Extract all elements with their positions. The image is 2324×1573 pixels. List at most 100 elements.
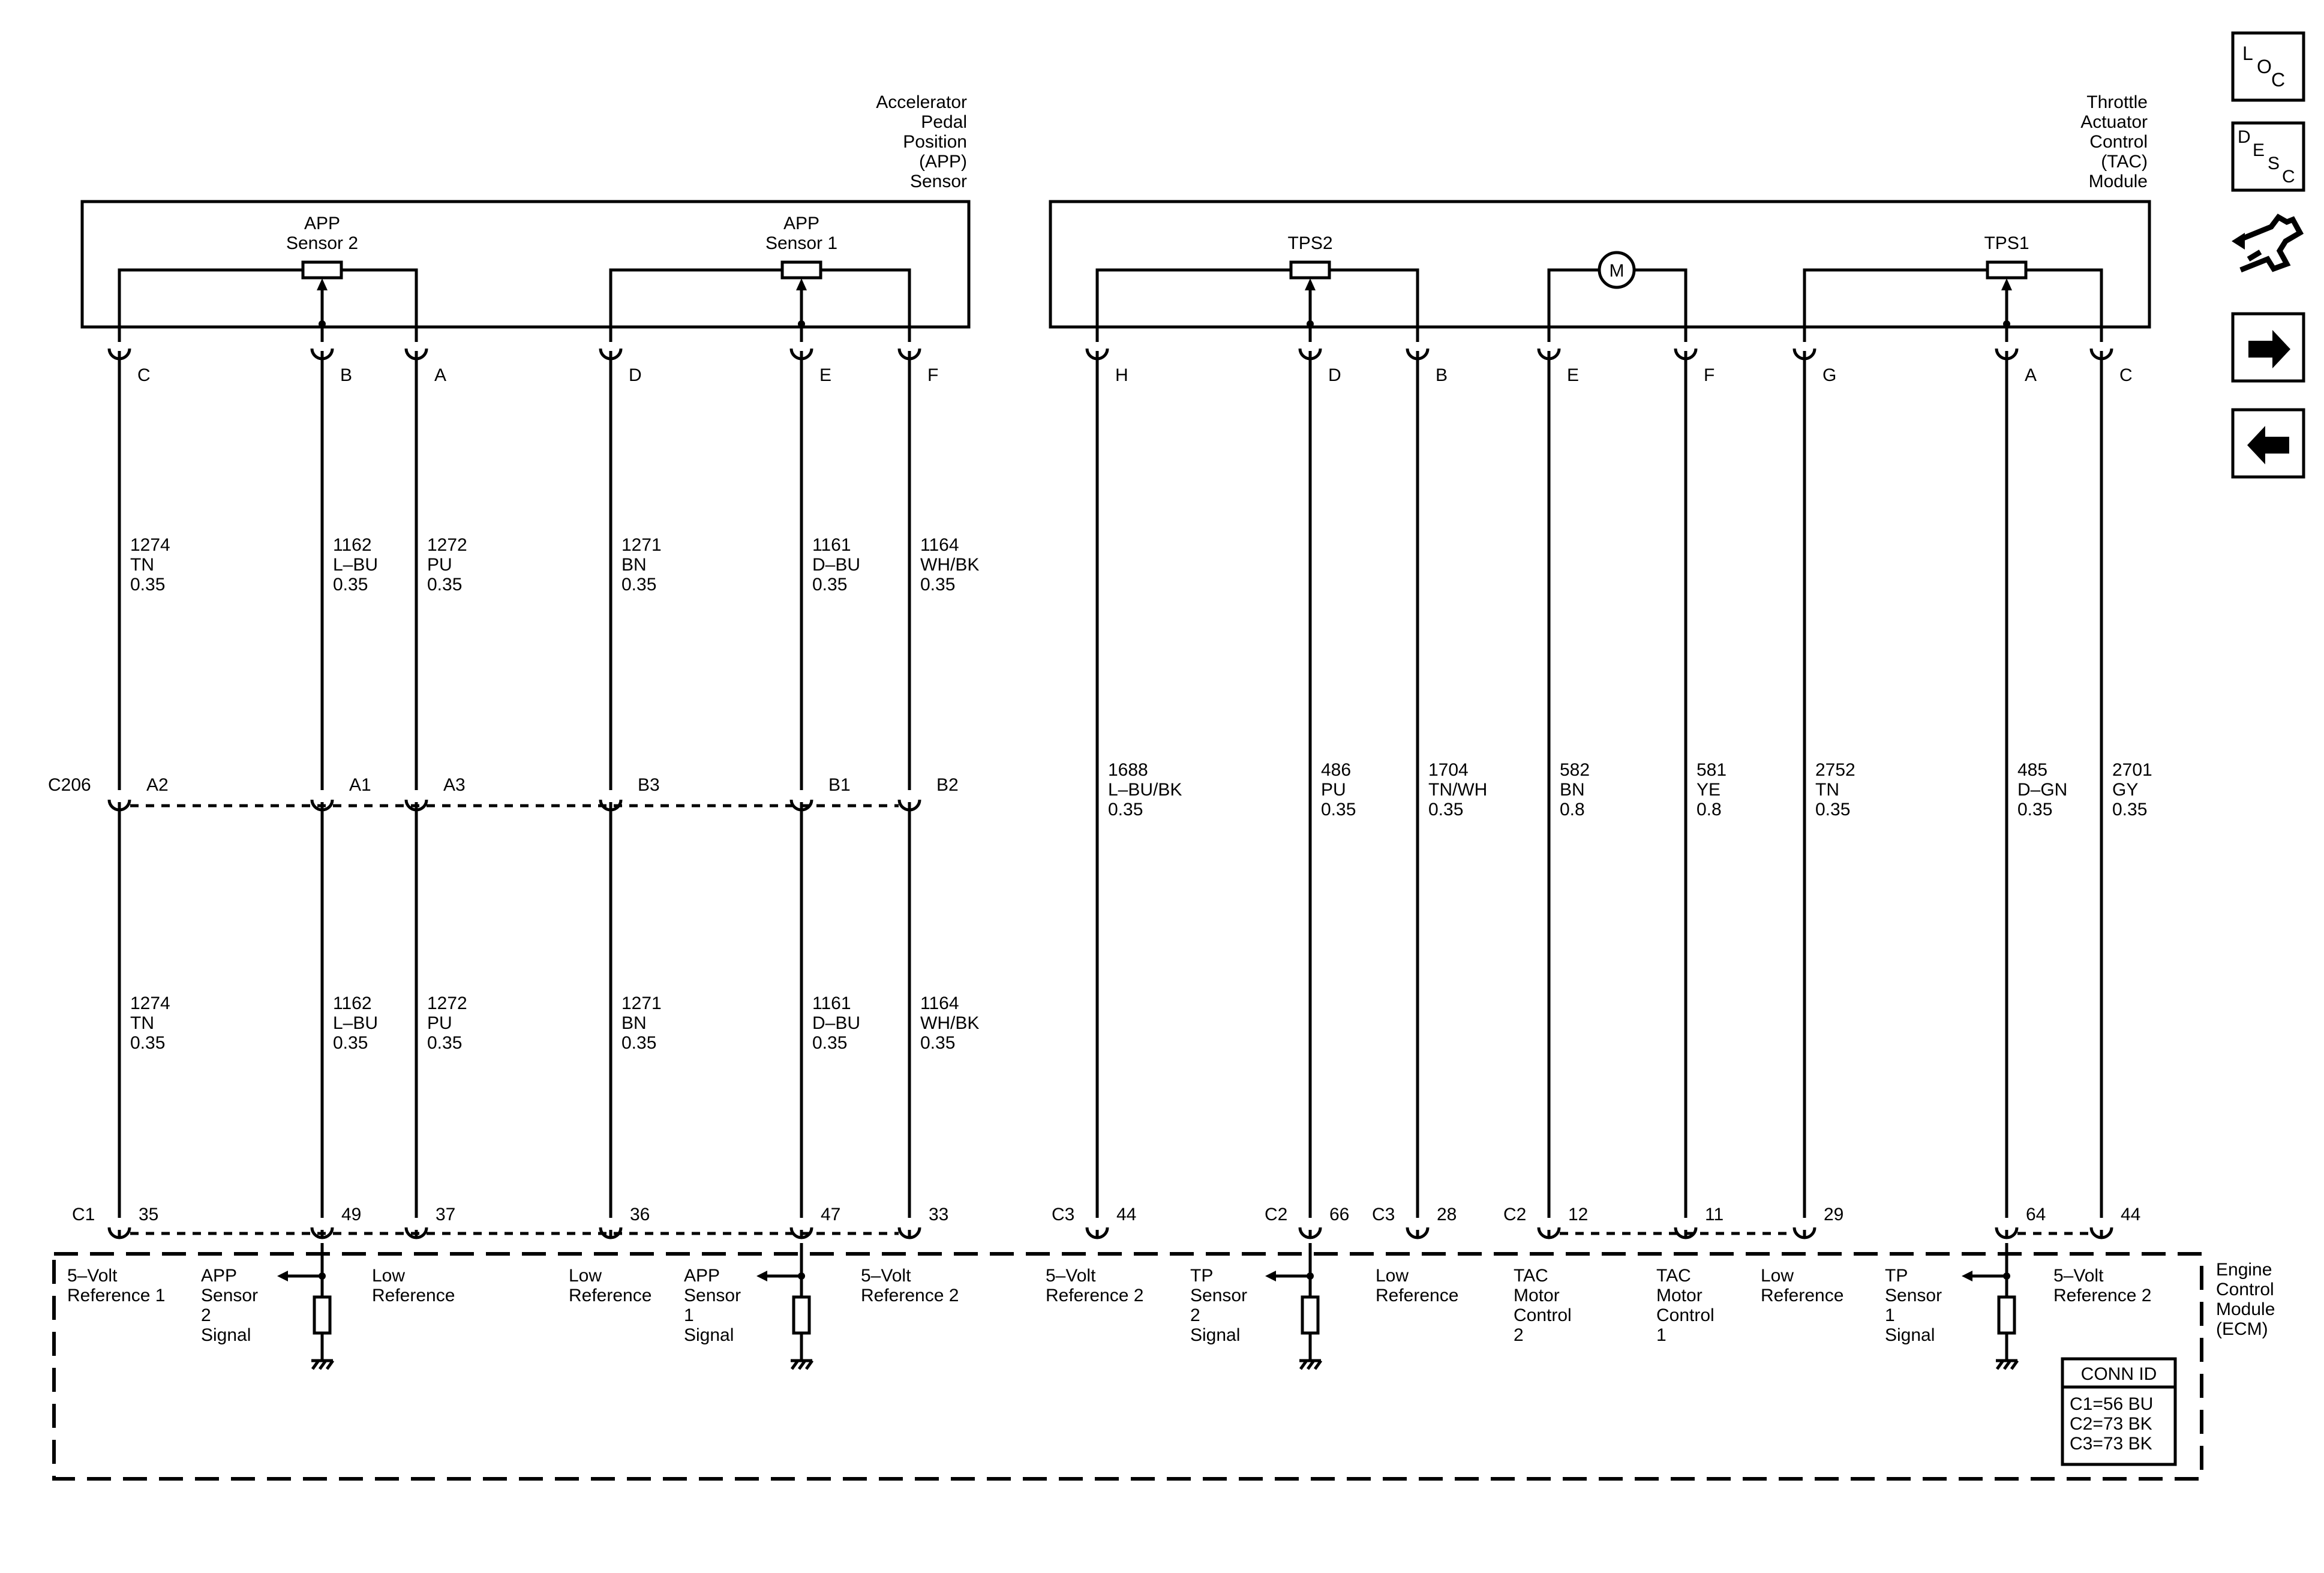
tps1-label: TPS1 <box>1984 233 2029 253</box>
ecm-circuit-label: 1 <box>1885 1305 1895 1325</box>
app-wire-spec-upper: 1161 <box>812 535 851 555</box>
ecm-circuit-label: APP <box>201 1266 237 1286</box>
app-wire-spec-lower: 1164 <box>920 993 959 1013</box>
app-wire-spec-lower: WH/BK <box>920 1013 979 1033</box>
ecm-connector-c2-label: C2 <box>1265 1205 1287 1224</box>
inline-pin-label: A2 <box>146 775 169 795</box>
app-wire-spec-upper: 1272 <box>427 535 467 555</box>
inline-pin-label: A3 <box>443 775 466 795</box>
app-sensor2-ecm-load <box>277 1271 288 1281</box>
conn-id-box <box>2061 1357 2177 1466</box>
ecm-pin-label: 49 <box>341 1205 361 1224</box>
app-sensor1-ecm-load <box>804 1359 814 1370</box>
tp-sensor1-ecm-load <box>2010 1359 2019 1370</box>
ecm-connector-cavity <box>599 1227 623 1239</box>
connector-locate-icon[interactable] <box>2232 214 2304 273</box>
ecm-circuit-label: Signal <box>1885 1325 1935 1345</box>
tac-wire-spec: 0.35 <box>1321 800 1356 819</box>
app-sensor-title: Position <box>903 132 967 152</box>
ecm-circuit-label: Reference <box>372 1286 455 1305</box>
previous-button[interactable] <box>2231 408 2305 479</box>
app-sensor-box <box>80 200 971 329</box>
tac-pin-label: C <box>2119 365 2133 385</box>
ecm-connector-cavity <box>2089 1227 2113 1239</box>
tac-wire-spec: 0.35 <box>1428 800 1463 819</box>
tac-module-title: Throttle <box>2086 92 2148 112</box>
app-sensor1-wiper <box>796 278 807 290</box>
ecm-circuit-label: Sensor <box>684 1286 741 1305</box>
conn-id-table <box>2061 1357 2177 1466</box>
ecm-connector-cavity <box>1406 1227 1430 1239</box>
ecm-connector-cavity <box>1298 1227 1322 1239</box>
ecm-connector-cavity <box>1085 1227 1109 1239</box>
ecm-pin-label: 37 <box>436 1205 455 1224</box>
tp-sensor2-ecm-load <box>1306 1359 1316 1370</box>
tps2-wiper <box>1305 278 1316 290</box>
ecm-pin-label: 33 <box>929 1205 948 1224</box>
ecm-circuit-label: TAC <box>1514 1266 1548 1286</box>
tp-sensor1-ecm-load <box>1997 1295 2016 1335</box>
ecm-circuit-label: Low <box>1376 1266 1409 1286</box>
app-pin-label: F <box>927 365 938 385</box>
ecm-circuit-label: Low <box>1761 1266 1794 1286</box>
app-sensor2-label: APP <box>304 214 340 233</box>
app-wire-spec-upper: 0.35 <box>621 575 656 595</box>
ecm-pin-label: 36 <box>630 1205 650 1224</box>
tp-sensor2-ecm-load <box>1265 1271 1276 1281</box>
ecm-circuit-label: Signal <box>1190 1325 1240 1345</box>
ecm-circuit-label: Sensor <box>201 1286 258 1305</box>
tps2-symbol <box>1289 260 1331 280</box>
tp-sensor1-ecm-load <box>1995 1359 2005 1370</box>
ecm-connector-c3-label: C3 <box>1372 1205 1395 1224</box>
ecm-pin-label: 44 <box>1116 1205 1136 1224</box>
app-sensor1-ecm-load <box>756 1271 767 1281</box>
app-wire-spec-upper: 1274 <box>130 535 170 555</box>
tac-module-box <box>1049 200 2151 329</box>
tac-wire-spec: 486 <box>1321 760 1351 780</box>
ecm-circuit-label: Reference <box>1376 1286 1458 1305</box>
app-sensor2-ecm-load <box>318 1359 328 1370</box>
tac-wire-spec: BN <box>1560 780 1585 800</box>
motor-circuit <box>1631 268 1688 342</box>
next-button[interactable] <box>2231 312 2305 383</box>
ecm-circuit-label: Control <box>1514 1305 1572 1325</box>
app-wire-spec-upper: BN <box>621 555 647 575</box>
connector-locate-icon-shape <box>2238 214 2304 273</box>
ecm-connector-cavity <box>1995 1227 2019 1239</box>
ecm-circuit-label: Reference 1 <box>67 1286 165 1305</box>
ecm-circuit-label: 2 <box>1190 1305 1200 1325</box>
app-wire-spec-lower: 1271 <box>621 993 662 1013</box>
app-pin-label: C <box>137 365 151 385</box>
tac-pin-label: B <box>1436 365 1448 385</box>
ecm-pin-label: 11 <box>1705 1205 1724 1224</box>
tac-wire-spec: TN <box>1815 780 1839 800</box>
app-wire-spec-lower: 0.35 <box>130 1033 165 1053</box>
ecm-pin-label: 44 <box>2121 1205 2140 1224</box>
ecm-circuit-label: TAC <box>1656 1266 1691 1286</box>
loc-button-letter: C <box>2271 69 2285 91</box>
tps2-circuit <box>1095 268 1419 342</box>
ecm-title: Module <box>2216 1299 2275 1319</box>
tac-wire-spec: D–GN <box>2017 780 2067 800</box>
app-wire-spec-upper: 0.35 <box>812 575 847 595</box>
tac-wire-spec: 0.35 <box>1108 800 1143 819</box>
tac-wire-spec: 0.8 <box>1697 800 1722 819</box>
arrow-left-icon <box>2247 426 2289 464</box>
ecm-circuit-label: Sensor <box>1885 1286 1942 1305</box>
app-sensor1-symbol <box>780 260 822 280</box>
desc-button-frame <box>2231 121 2305 192</box>
tac-wire-spec: 0.35 <box>2112 800 2147 819</box>
ecm-circuit-label: Low <box>372 1266 405 1286</box>
tp-sensor2-ecm-load <box>1301 1295 1320 1335</box>
ecm-circuit-label: Sensor <box>1190 1286 1247 1305</box>
desc-button-letter: S <box>2268 154 2280 173</box>
tac-pin-label: A <box>2025 365 2037 385</box>
motor-icon <box>1598 251 1636 289</box>
ecm-circuit-label: 5–Volt <box>2053 1266 2104 1286</box>
app-sensor-title: Pedal <box>921 112 967 132</box>
inline-pin-label: B1 <box>828 775 851 795</box>
loc-button[interactable]: LOC <box>2231 31 2305 102</box>
ecm-connector-cavity <box>1537 1227 1561 1239</box>
ecm-circuit-label: 2 <box>1514 1325 1524 1345</box>
